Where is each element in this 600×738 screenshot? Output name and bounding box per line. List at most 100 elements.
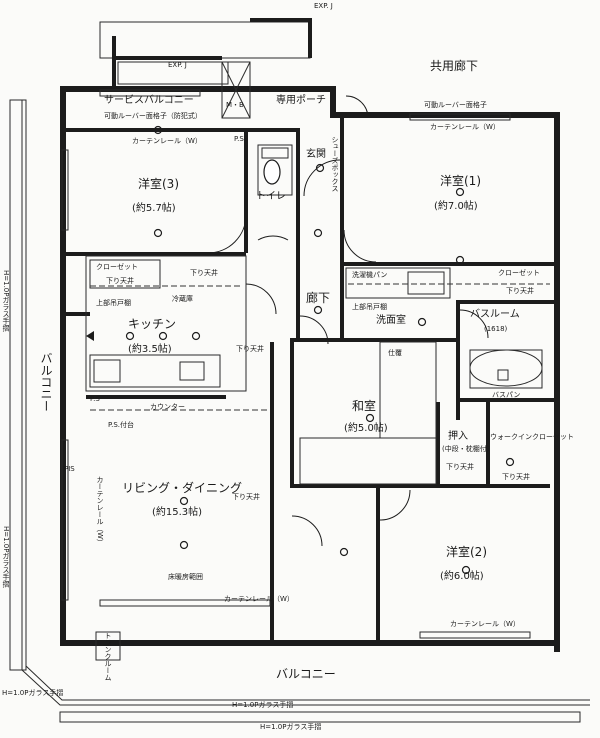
wall-toilet-top [244,128,300,132]
door-swing [245,283,277,315]
mb-box [221,61,251,119]
wall-counter [86,395,226,399]
ceiling-light [339,547,349,557]
wall-toilet-right [296,128,300,228]
label-trunk-room: トランクルーム [104,632,112,681]
wall-washitsu-top [290,338,460,342]
wall-washitsu-left [290,342,294,487]
bathtub-outline [469,349,543,389]
label-exp2: EXP. J [168,61,187,69]
ceiling-light [417,317,427,327]
balcony-rail-bottom [21,669,590,706]
label-toilet: トイレ [256,191,286,202]
tatami-lower [299,437,437,485]
balcony-rail-bottom-inner [25,665,590,701]
door-swing [257,235,289,241]
wall-living-right [270,342,274,640]
wall [66,312,90,316]
ceiling-light [191,331,201,341]
label-bathroom: バスルーム [470,309,520,320]
window-left [61,149,69,231]
label-curtain1: カーテンレール（W） [132,137,202,145]
label-curtain2: カーテンレール（W） [430,123,500,131]
window-bottom-yoshitsu2 [419,631,531,639]
label-kitchen-top: 上部吊戸棚 [96,299,131,307]
bathtub [469,349,543,387]
wall [112,36,116,88]
door-swing [291,515,323,547]
label-glass-left1: H=1.0Pガラス手摺 [2,270,10,332]
door-swing [299,315,329,345]
ceiling-light [455,255,465,265]
ceiling-light [505,457,515,467]
label-counter: カウンター [150,403,185,411]
wall [330,86,336,116]
label-wa-top: 仕覆 [388,349,402,357]
ceiling-light [315,163,325,173]
ceiling-light [455,187,465,197]
toilet-tank [261,147,289,159]
label-glass-top: H=1.0Pガラス手摺 [232,701,294,709]
wall-yoshitsu1-bottom [344,262,554,266]
door-swing [345,95,369,119]
label-ps1: P.S [90,395,100,403]
sink [179,361,205,381]
window-top-right [409,113,511,121]
label-washer-pan: 洗濯機パン [352,271,388,279]
kitchen-counter [89,354,221,388]
label-yoshitsu3-size: (約5.7帖) [132,203,176,214]
basin [407,271,445,295]
label-porch: 専用ポーチ [276,95,326,106]
wall [308,18,312,58]
wall-washitsu-bottom [290,484,550,488]
label-curtain-left: カーテンレール（W） [96,476,104,546]
label-roka: 廊下 [306,291,331,305]
wall-yoshitsu3-top [66,128,246,132]
wall-bath-left [456,300,460,420]
label-closet-w: クローゼット [96,263,138,271]
stove [93,359,121,383]
ceiling-light [365,413,375,423]
label-pis: PIS [64,465,75,473]
outer-wall-bottom [60,640,560,646]
label-ps2: P.S [234,135,244,143]
label-exp1: EXP. J [314,2,333,10]
label-shita-tenjo-l: 下り天井 [232,493,260,501]
outer-wall-top-right [330,112,560,118]
ceiling-light [158,331,168,341]
label-oshiire: 押入 [448,431,468,442]
label-balcony-bottom: バルコニー [276,667,336,681]
label-living: リビング・ダイニング [122,481,243,495]
wall-yoshitsu1-left [340,118,344,268]
label-living-size: (約15.3帖) [152,507,203,518]
outer-wall-top-left [60,86,330,92]
label-yoshitsu1: 洋室(1) [440,174,481,188]
wall-oshiire-left [436,402,440,486]
label-shita-tenjo1: 下り天井 [106,277,134,285]
glass-railing-bottom [59,711,581,723]
label-closet-r: クローゼット [498,269,540,277]
label-curtain-bottom: カーテンレール（W） [224,595,294,603]
label-oshiire-tenjo: 下り天井 [446,463,474,471]
label-kitchen: キッチン [128,317,177,331]
toilet-bowl [263,159,281,185]
arrow-marker [86,331,94,341]
ceiling-light [179,540,189,550]
label-ps-tsuke: P.S.付台 [108,421,135,429]
label-yoshitsu2: 洋室(2) [446,545,487,559]
ceiling-light [153,125,163,135]
window-left-living [61,439,69,601]
label-walkin-tenjo: 下り天井 [502,473,530,481]
exp-joint-top [99,21,311,59]
label-walkin: ウォークインクローゼット [490,433,574,441]
label-jobukado: 上部吊戸棚 [352,303,387,311]
label-genkan: 玄関 [306,149,326,160]
label-shita-tenjo-top: 下り天井 [190,269,218,277]
ceiling-light [179,496,189,506]
label-oshiire-sub: (中段・枕棚付) [442,445,490,453]
window-top-left [99,89,201,97]
label-balcony-left: バルコニー [39,352,53,412]
outer-wall-right [554,112,560,652]
